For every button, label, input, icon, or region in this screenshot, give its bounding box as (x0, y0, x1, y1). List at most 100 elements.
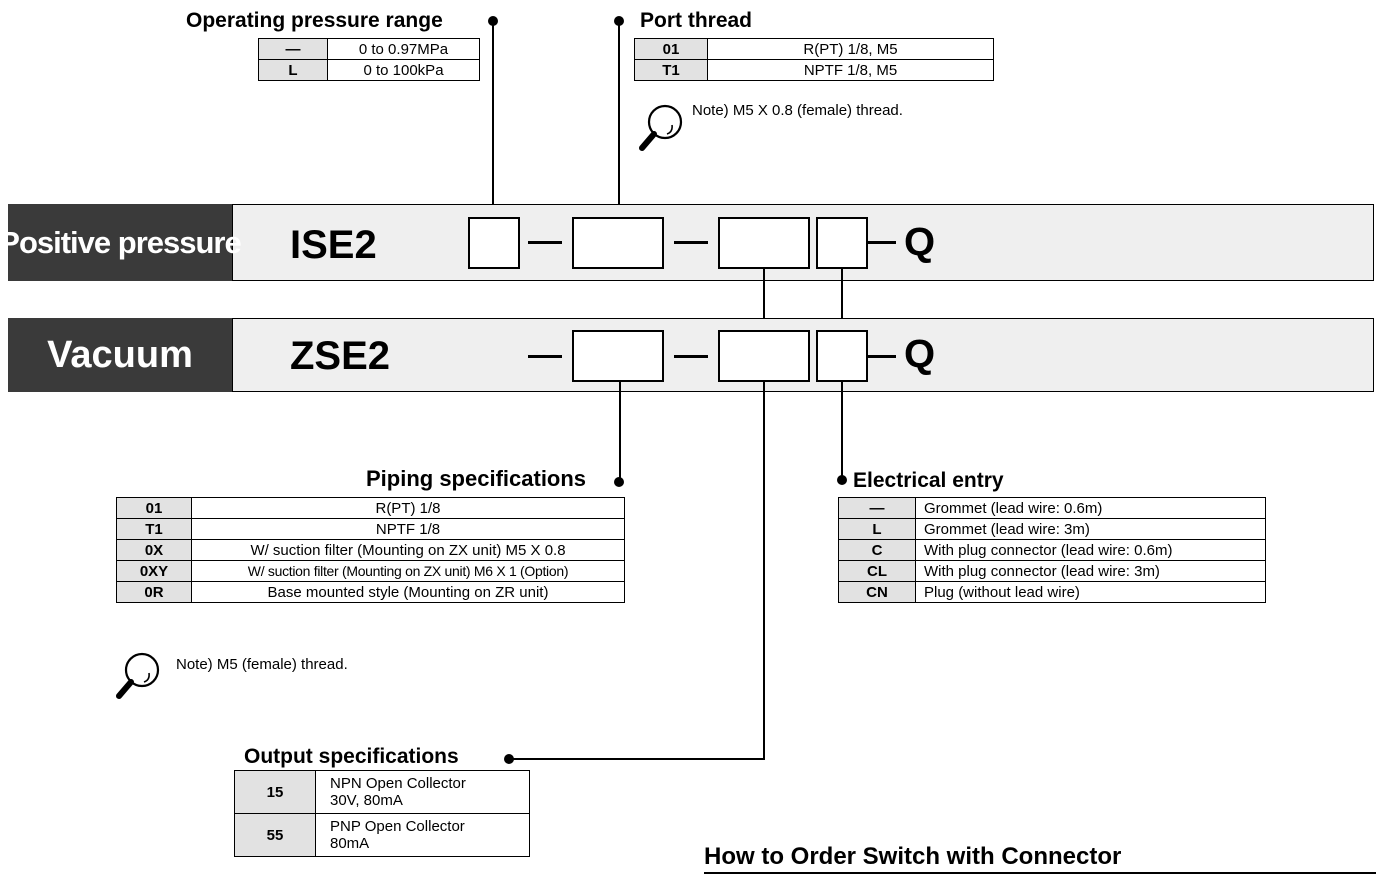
vacuum-suffix: Q (904, 332, 936, 376)
electrical-title: Electrical entry (853, 469, 1004, 492)
output-line: PNP Open Collector (330, 818, 465, 835)
operating-pressure-title: Operating pressure range (186, 9, 443, 32)
connector-line (492, 22, 494, 217)
hyphen (868, 241, 896, 244)
output-slot (718, 330, 810, 382)
connector-line (841, 268, 843, 330)
operating-pressure-table: — 0 to 0.97MPa L 0 to 100kPa (258, 38, 480, 81)
table-row: T1 NPTF 1/8 (116, 518, 625, 540)
connector-line (841, 381, 843, 481)
option-description: 0 to 100kPa (327, 59, 480, 81)
connector-line (619, 381, 621, 481)
option-code: 0R (116, 581, 192, 603)
connector-line (510, 758, 765, 760)
output-line: 80mA (330, 835, 370, 852)
option-code: CL (838, 560, 916, 582)
table-row: T1 NPTF 1/8, M5 (634, 59, 994, 81)
section-heading: How to Order Switch with Connector (704, 843, 1122, 870)
table-row: 0X W/ suction filter (Mounting on ZX uni… (116, 539, 625, 561)
positive-model-code: ISE2 (290, 223, 377, 267)
magnifier-icon (113, 648, 169, 709)
option-code: 0X (116, 539, 192, 561)
option-description: 0 to 0.97MPa (327, 38, 480, 60)
vacuum-model-code: ZSE2 (290, 334, 391, 378)
option-code: 15 (234, 770, 316, 814)
connector-dot (614, 477, 624, 487)
connector-dot (504, 754, 514, 764)
option-description: W/ suction filter (Mounting on ZX unit) … (191, 539, 625, 561)
option-code: T1 (634, 59, 708, 81)
option-description: With plug connector (lead wire: 3m) (915, 560, 1266, 582)
table-row: — 0 to 0.97MPa (258, 38, 480, 60)
piping-slot (572, 330, 664, 382)
connector-dot (837, 475, 847, 485)
vacuum-label: Vacuum (8, 318, 232, 392)
connector-line (763, 268, 765, 330)
option-code: 55 (234, 813, 316, 857)
option-description: NPTF 1/8, M5 (707, 59, 994, 81)
output-title: Output specifications (244, 745, 459, 768)
port-thread-note: Note) M5 X 0.8 (female) thread. (692, 102, 903, 119)
table-row: 01 R(PT) 1/8 (116, 497, 625, 519)
option-description: W/ suction filter (Mounting on ZX unit) … (191, 560, 625, 582)
hyphen (528, 355, 562, 358)
option-code: — (838, 497, 916, 519)
piping-title: Piping specifications (366, 466, 587, 491)
electrical-entry-slot (816, 330, 868, 382)
table-row: 01 R(PT) 1/8, M5 (634, 38, 994, 60)
table-row: CL With plug connector (lead wire: 3m) (838, 560, 1266, 582)
heading-underline (704, 872, 1376, 874)
positive-pressure-label: Positive pressure (0, 204, 242, 281)
option-description: R(PT) 1/8, M5 (707, 38, 994, 60)
option-code: T1 (116, 518, 192, 540)
option-code: — (258, 38, 328, 60)
option-code: 01 (634, 38, 708, 60)
table-row: 0R Base mounted style (Mounting on ZR un… (116, 581, 625, 603)
table-row: C With plug connector (lead wire: 0.6m) (838, 539, 1266, 561)
positive-suffix: Q (904, 220, 936, 264)
option-code: L (838, 518, 916, 540)
option-code: C (838, 539, 916, 561)
table-row: L Grommet (lead wire: 3m) (838, 518, 1266, 540)
output-line: 30V, 80mA (330, 792, 403, 809)
output-line: NPN Open Collector (330, 775, 466, 792)
operating-pressure-slot (468, 217, 520, 269)
hyphen (674, 355, 708, 358)
option-description: Grommet (lead wire: 0.6m) (915, 497, 1266, 519)
magnifier-icon (636, 100, 692, 161)
output-slot (718, 217, 810, 269)
table-row: L 0 to 100kPa (258, 59, 480, 81)
hyphen (528, 241, 562, 244)
option-code: L (258, 59, 328, 81)
table-row: 0XY W/ suction filter (Mounting on ZX un… (116, 560, 625, 582)
electrical-table: — Grommet (lead wire: 0.6m) L Grommet (l… (838, 497, 1266, 603)
option-code: CN (838, 581, 916, 603)
option-description: R(PT) 1/8 (191, 497, 625, 519)
hyphen (674, 241, 708, 244)
port-thread-title: Port thread (640, 9, 753, 32)
connector-line (618, 22, 620, 217)
option-description: Grommet (lead wire: 3m) (915, 518, 1266, 540)
option-description: NPTF 1/8 (191, 518, 625, 540)
option-code: 01 (116, 497, 192, 519)
hyphen (868, 355, 896, 358)
piping-table: 01 R(PT) 1/8 T1 NPTF 1/8 0X W/ suction f… (116, 497, 625, 603)
option-code: 0XY (116, 560, 192, 582)
piping-note: Note) M5 (female) thread. (176, 656, 348, 673)
option-description: Base mounted style (Mounting on ZR unit) (191, 581, 625, 603)
table-row: CN Plug (without lead wire) (838, 581, 1266, 603)
connector-line (763, 381, 765, 759)
table-row: — Grommet (lead wire: 0.6m) (838, 497, 1266, 519)
option-description: Plug (without lead wire) (915, 581, 1266, 603)
port-thread-table: 01 R(PT) 1/8, M5 T1 NPTF 1/8, M5 (634, 38, 994, 81)
electrical-entry-slot (816, 217, 868, 269)
connector-dot (488, 16, 498, 26)
connector-dot (614, 16, 624, 26)
port-thread-slot (572, 217, 664, 269)
option-description: With plug connector (lead wire: 0.6m) (915, 539, 1266, 561)
